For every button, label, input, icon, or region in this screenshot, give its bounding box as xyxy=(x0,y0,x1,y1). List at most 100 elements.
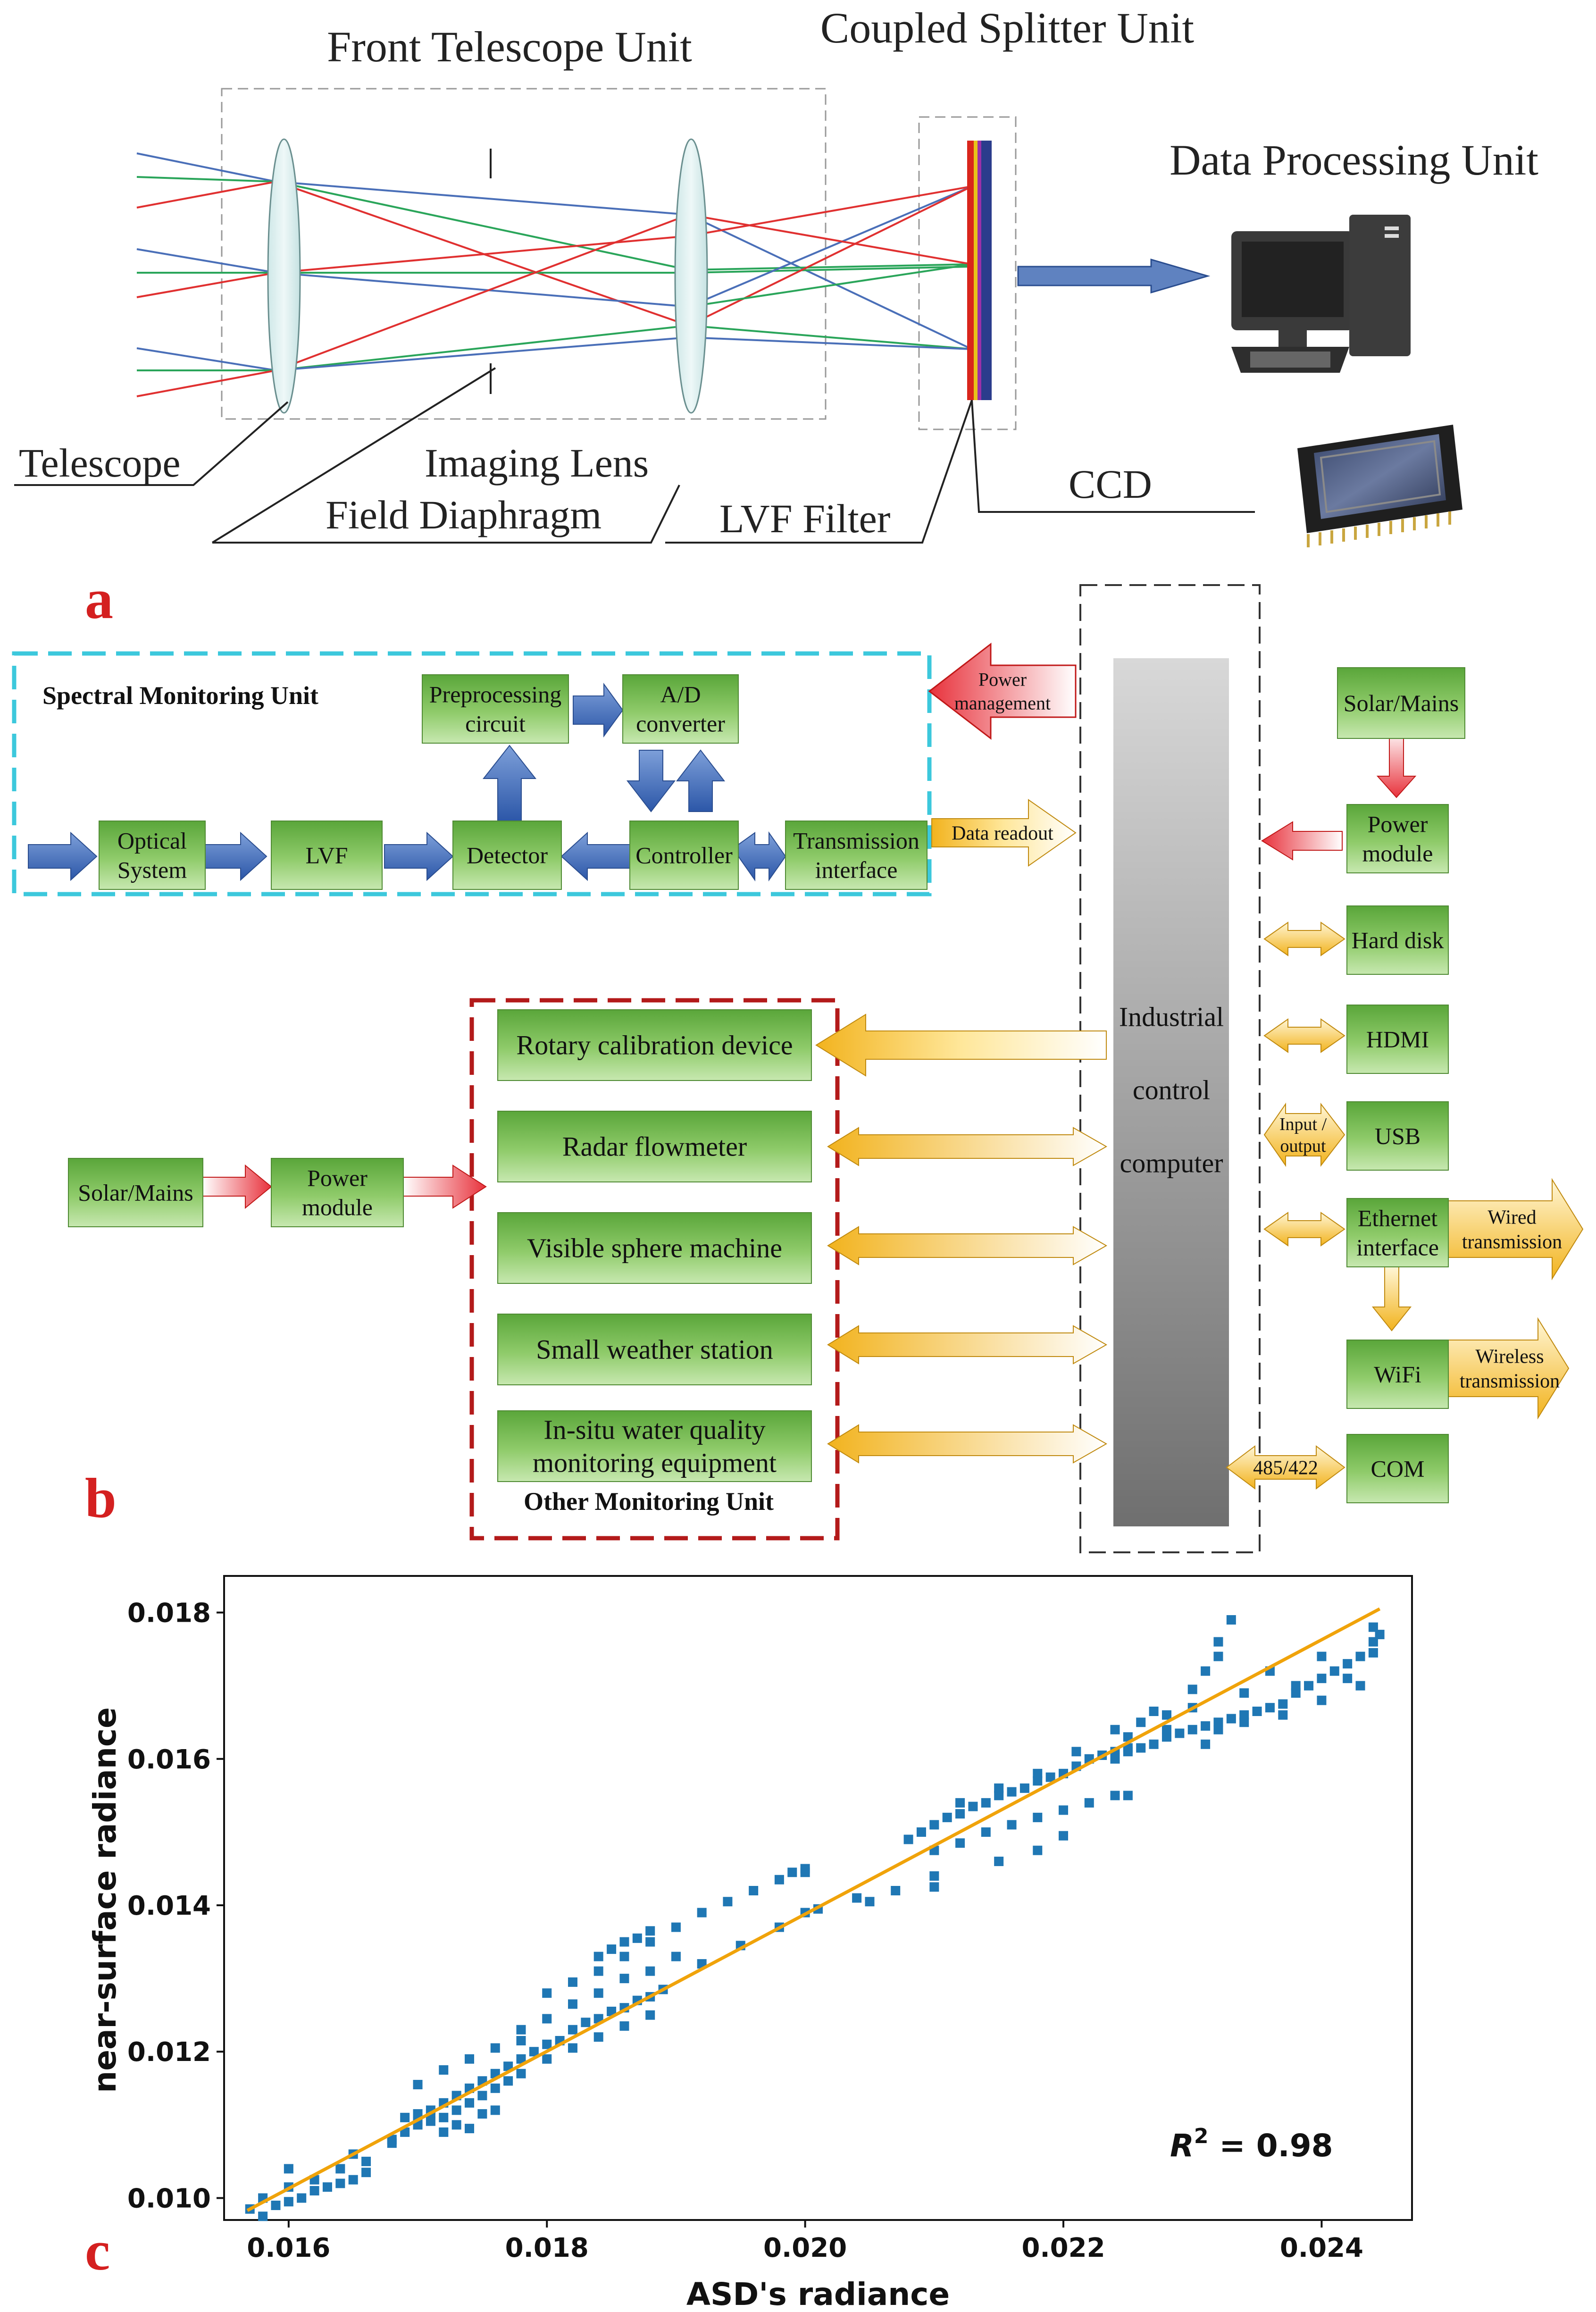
scatter-point xyxy=(1343,1659,1353,1669)
scatter-point xyxy=(645,1966,655,1976)
block-solar-mains-left: Solar/Mains xyxy=(68,1158,203,1227)
panel_b.blocks.power_module_left-line-2: module xyxy=(302,1194,373,1221)
scatter-point xyxy=(1291,1688,1301,1698)
scatter-point xyxy=(568,1977,577,1987)
block-weather-station: Small weather station xyxy=(497,1314,812,1385)
panel_b.computer_label-line-3: computer xyxy=(1120,1148,1223,1179)
scatter-point xyxy=(1149,1739,1159,1749)
scatter-point xyxy=(981,1798,991,1808)
panel_b.blocks.visible_sphere-line-1: Visible sphere machine xyxy=(527,1233,782,1264)
panel_b.blocks.transmission_interface-line-1: Transmission xyxy=(793,828,919,854)
scatter-point xyxy=(451,2120,461,2130)
scatter-point xyxy=(490,2043,500,2053)
x-tick-label: 0.022 xyxy=(1021,2233,1105,2263)
scatter-point xyxy=(490,2105,500,2115)
scatter-point xyxy=(1201,1666,1211,1676)
panel_b.blocks.ad_converter-line-1: A/D xyxy=(660,681,701,708)
panel_b.blocks.power_module_right-line-2: module xyxy=(1362,840,1433,867)
panel_b.blocks.solar_mains_right-line-1: Solar/Mains xyxy=(1344,690,1459,716)
y-tick-label: 0.010 xyxy=(127,2183,211,2214)
scatter-point xyxy=(542,2039,552,2049)
scatter-point xyxy=(1045,1772,1055,1782)
scatter-point xyxy=(593,1966,603,1976)
scatter-point xyxy=(477,2091,487,2101)
scatter-point xyxy=(1110,1754,1120,1764)
scatter-point xyxy=(1278,1699,1288,1709)
panel_b.arrow_labels.wireless_transmission-line-2: transmission xyxy=(1460,1370,1560,1392)
scatter-point xyxy=(503,2061,513,2071)
scatter-point xyxy=(1201,1739,1211,1749)
chart-marks xyxy=(245,1607,1385,2221)
scatter-point xyxy=(1084,1798,1094,1808)
r-squared-exponent: 2 xyxy=(1194,2124,1209,2148)
panel-c-label: c xyxy=(85,2219,110,2282)
y-tick-label: 0.014 xyxy=(127,1891,211,1921)
scatter-point xyxy=(413,2109,423,2119)
coupled-splitter-box xyxy=(918,116,1017,430)
scatter-point xyxy=(1213,1725,1223,1734)
scatter-point xyxy=(865,1897,875,1907)
scatter-point xyxy=(1007,1787,1017,1797)
panel_b.blocks.ethernet_interface-line-1: Ethernet xyxy=(1358,1205,1437,1231)
r-squared-annotation: R2 = 0.98 xyxy=(1170,2124,1333,2164)
scatter-point xyxy=(1317,1674,1327,1684)
panel_b.blocks.water_quality-line-2: monitoring equipment xyxy=(533,1448,777,1478)
scatter-point xyxy=(645,1926,655,1936)
imaging-lens xyxy=(674,138,708,414)
scatter-point xyxy=(994,1791,1004,1801)
scatter-point xyxy=(1201,1721,1211,1731)
panel_b.blocks.usb-line-1: USB xyxy=(1375,1123,1421,1149)
scatter-point xyxy=(1059,1805,1069,1815)
panel_b.blocks.hdmi-line-1: HDMI xyxy=(1366,1026,1429,1053)
spectral-unit-title: Spectral Monitoring Unit xyxy=(42,681,318,710)
panel-b: Spectral Monitoring Unit Other Monitorin… xyxy=(12,584,1584,1553)
computer-icon xyxy=(1231,215,1411,373)
scatter-point xyxy=(619,1952,629,1961)
blue-arrows xyxy=(28,682,786,882)
scatter-point xyxy=(568,2043,577,2053)
scatter-point xyxy=(994,1856,1004,1866)
scatter-point xyxy=(1239,1710,1249,1720)
scatter-point xyxy=(645,2010,655,2020)
scatter-point xyxy=(955,1809,965,1819)
scatter-point xyxy=(581,2018,591,2027)
scatter-point xyxy=(439,2112,449,2122)
fit-line xyxy=(246,1607,1381,2212)
scatter-point xyxy=(1368,1622,1378,1632)
arrow-label-input-output: Input /output xyxy=(1279,1114,1327,1156)
scatter-point xyxy=(968,1801,978,1811)
scatter-point xyxy=(516,2069,526,2078)
scatter-point xyxy=(1304,1681,1314,1691)
block-solar-mains-right: Solar/Mains xyxy=(1337,667,1465,739)
scatter-point xyxy=(607,1944,617,1954)
scatter-point xyxy=(1033,1768,1043,1778)
panel_b.blocks.rotary_calibration-line-1: Rotary calibration device xyxy=(516,1030,793,1061)
panel_b.blocks.power_module_right-line-1: Power xyxy=(1368,811,1428,838)
scatter-point xyxy=(1239,1717,1249,1727)
scatter-point xyxy=(542,1988,552,1998)
block-radar-flowmeter: Radar flowmeter xyxy=(497,1111,812,1182)
scatter-point xyxy=(1213,1717,1223,1727)
scatter-point xyxy=(284,2197,293,2207)
panel_b.blocks.detector-line-1: Detector xyxy=(467,842,548,869)
block-hdmi: HDMI xyxy=(1346,1005,1449,1074)
industrial-computer-box xyxy=(1079,584,1261,1553)
panel_b.arrow_labels.input_output-line-2: output xyxy=(1280,1136,1326,1156)
scatter-point xyxy=(645,1937,655,1947)
scatter-point xyxy=(1343,1674,1353,1684)
scatter-point xyxy=(361,2156,371,2166)
block-usb: USB xyxy=(1346,1101,1449,1171)
arrow-label-data-readout: Data readout xyxy=(952,822,1053,844)
scatter-point xyxy=(465,2098,475,2108)
scatter-point xyxy=(1161,1732,1171,1742)
scatter-point xyxy=(297,2193,307,2203)
x-axis-label: ASD's radiance xyxy=(686,2276,950,2312)
block-controller: Controller xyxy=(629,821,739,890)
panel_b.blocks.power_module_left-line-1: Power xyxy=(307,1165,368,1191)
scatter-point xyxy=(929,1871,939,1881)
panel_b.blocks.optical_system-line-2: System xyxy=(117,857,187,883)
